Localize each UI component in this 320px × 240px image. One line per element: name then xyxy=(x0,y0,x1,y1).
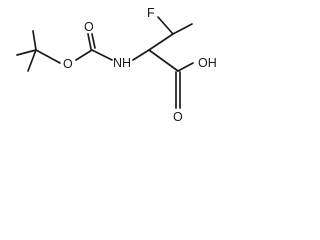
bond-nh-to-alpha-carbon xyxy=(132,49,150,61)
bond-tbutyl-methyl-top xyxy=(32,30,37,51)
atom-acid-carbonyl-oxygen: O xyxy=(173,110,183,124)
bond-acid-to-hydroxyl xyxy=(177,62,194,72)
bond-carbamate-double-2 xyxy=(91,33,96,49)
bond-carbamate-double-1 xyxy=(87,33,92,50)
structure-canvas: F O O NH OH O xyxy=(0,0,264,138)
bond-tbutyl-to-oxygen xyxy=(35,49,61,64)
bond-beta-to-fluorine xyxy=(157,16,174,35)
bond-tbutyl-methyl-left xyxy=(16,49,37,56)
bond-beta-to-methyl xyxy=(172,23,193,35)
atom-fluorine: F xyxy=(147,6,155,20)
bond-tbutyl-methyl-bottom xyxy=(27,49,37,72)
bond-alpha-to-acid-carbon xyxy=(148,49,179,72)
atom-carbamate-carbonyl-oxygen: O xyxy=(84,20,94,34)
bond-alpha-to-beta-carbon xyxy=(148,33,174,51)
atom-hydroxyl: OH xyxy=(198,56,217,70)
bond-oxygen-to-carbonyl xyxy=(75,49,93,61)
atom-ester-oxygen: O xyxy=(63,57,73,71)
atom-amine: NH xyxy=(113,56,131,70)
structural-formula: F O O NH OH O xyxy=(16,6,217,124)
bond-carbonyl-to-nh xyxy=(91,49,113,61)
